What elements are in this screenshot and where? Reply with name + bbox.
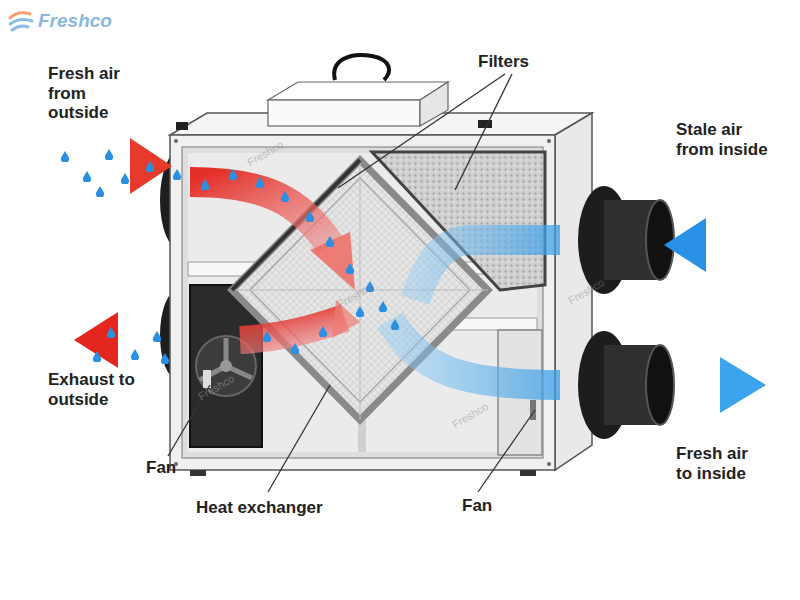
watermark: Freshco <box>335 265 402 311</box>
watermark: Freshco <box>245 123 312 169</box>
part-label: Fan <box>146 458 196 478</box>
logo-text: Freshco <box>38 10 138 32</box>
fresh-intake-arrow <box>40 138 355 290</box>
watermark: Freshco <box>566 261 633 307</box>
flow-label: Fresh air to inside <box>676 444 758 483</box>
exhaust-arrow <box>74 300 360 368</box>
flow-label: Exhaust to outside <box>48 370 158 409</box>
flow-label: Stale air from inside <box>676 120 768 159</box>
part-label: Filters <box>478 52 558 72</box>
flow-label: Fresh air from outside <box>48 64 140 123</box>
leader-lines <box>168 74 535 492</box>
housing <box>170 113 592 476</box>
fresh-supply-arrow <box>390 320 766 413</box>
watermark: Freshco <box>196 357 263 403</box>
part-label: Fan <box>462 496 512 516</box>
logo-icon <box>10 13 32 30</box>
part-label: Heat exchanger <box>196 498 356 518</box>
watermark: Freshco <box>450 385 517 431</box>
control-box <box>268 55 448 126</box>
right-ducts <box>578 186 674 439</box>
